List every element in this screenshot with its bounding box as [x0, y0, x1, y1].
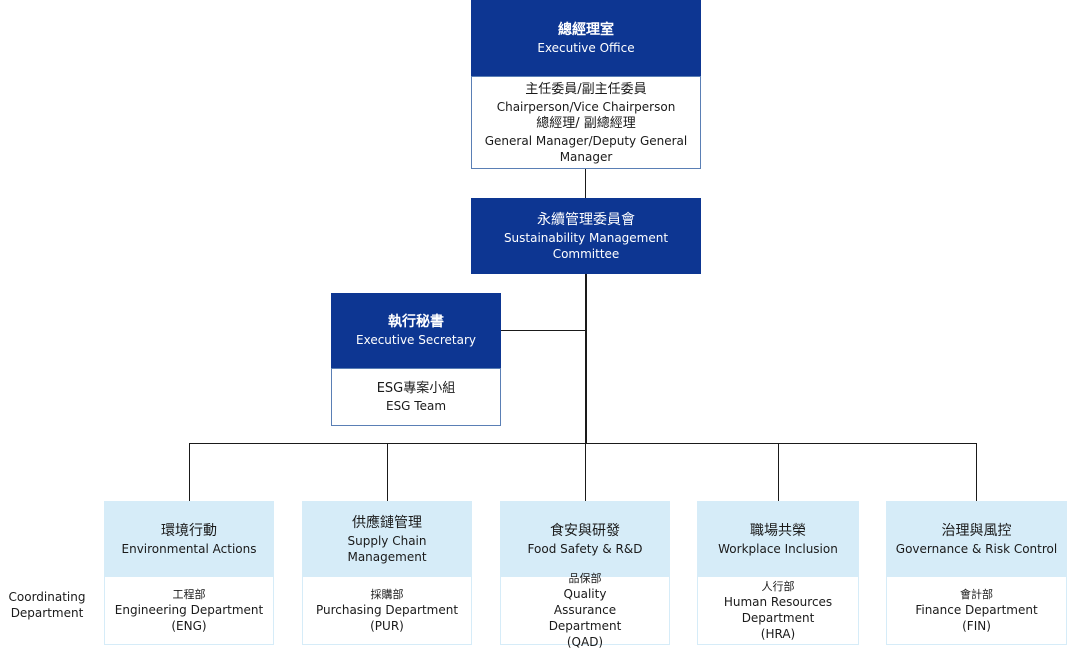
- dept-zh: 品保部: [568, 572, 602, 585]
- group-title-zh: 環境行動: [161, 522, 217, 539]
- executive-office-members-box: 主任委員/副主任委員 Chairperson/Vice Chairperson …: [471, 76, 701, 169]
- group-governance-box: 治理與風控 Governance & Risk Control: [886, 501, 1067, 577]
- secretary-zh: 執行秘書: [388, 314, 444, 330]
- executive-office-box: 總經理室 Executive Office: [471, 0, 701, 76]
- group-food-safety-box: 食安與研發 Food Safety & R&D: [500, 501, 670, 577]
- esg-team-zh: ESG專案小組: [376, 381, 456, 396]
- group-title-en: Environmental Actions: [121, 541, 257, 556]
- coordinating-department-label: Coordinating Department: [8, 590, 86, 620]
- group-title-en: Workplace Inclusion: [718, 541, 838, 556]
- members-en-2: General Manager/Deputy General Manager: [484, 133, 688, 164]
- committee-box: 永續管理委員會 Sustainability Management Commit…: [471, 198, 701, 274]
- group-title-zh: 食安與研發: [550, 522, 620, 539]
- dept-zh: 工程部: [172, 588, 206, 601]
- connector-committee-trunk: [585, 274, 587, 444]
- dept-zh: 採購部: [370, 588, 404, 601]
- members-zh-1: 主任委員/副主任委員: [525, 81, 647, 97]
- connector-office-committee: [585, 168, 586, 198]
- dept-code: (PUR): [370, 619, 404, 633]
- dept-code: (HRA): [760, 627, 796, 641]
- connector-drop-2: [387, 443, 388, 501]
- members-en-1: Chairperson/Vice Chairperson: [496, 99, 676, 114]
- executive-office-en: Executive Office: [537, 40, 635, 55]
- dept-code: (ENG): [171, 619, 207, 633]
- dept-zh: 會計部: [960, 588, 993, 601]
- group-title-en: Supply Chain Management: [347, 533, 427, 564]
- group-environmental-box: 環境行動 Environmental Actions: [104, 501, 274, 577]
- committee-en: Sustainability Management Committee: [503, 230, 669, 261]
- dept-quality-box: 品保部 Quality Assurance Department (QAD): [500, 572, 670, 649]
- secretary-en: Executive Secretary: [356, 333, 476, 347]
- esg-team-box: ESG專案小組 ESG Team: [331, 368, 501, 426]
- dept-en: Purchasing Department: [315, 603, 459, 617]
- connector-drop-4: [778, 443, 779, 501]
- dept-en: Finance Department: [915, 603, 1038, 617]
- dept-finance-box: 會計部 Finance Department (FIN): [886, 577, 1067, 645]
- dept-engineering-box: 工程部 Engineering Department (ENG): [104, 577, 274, 645]
- dept-code: (FIN): [962, 619, 991, 633]
- connector-drop-3: [585, 443, 586, 501]
- esg-team-en: ESG Team: [385, 399, 447, 413]
- group-supply-chain-box: 供應鏈管理 Supply Chain Management: [302, 501, 472, 577]
- group-workplace-box: 職場共榮 Workplace Inclusion: [697, 501, 859, 577]
- dept-hr-box: 人行部 Human Resources Department (HRA): [697, 577, 859, 645]
- executive-office-zh: 總經理室: [558, 21, 614, 38]
- members-zh-2: 總經理/ 副總經理: [536, 115, 636, 131]
- dept-zh: 人行部: [761, 580, 795, 593]
- connector-drop-5: [976, 443, 977, 501]
- group-title-zh: 供應鏈管理: [352, 514, 422, 531]
- dept-code: (QAD): [566, 635, 604, 649]
- group-title-en: Governance & Risk Control: [895, 541, 1058, 556]
- connector-horizontal-bus: [189, 443, 977, 444]
- dept-en: Quality Assurance Department: [548, 587, 622, 633]
- dept-en: Engineering Department: [114, 603, 264, 617]
- connector-drop-1: [189, 443, 190, 501]
- group-title-en: Food Safety & R&D: [527, 541, 643, 556]
- committee-zh: 永續管理委員會: [537, 211, 635, 228]
- dept-en: Human Resources Department: [723, 595, 833, 625]
- group-title-zh: 職場共榮: [750, 522, 806, 539]
- secretary-box: 執行秘書 Executive Secretary: [331, 293, 501, 368]
- connector-secretary-branch: [500, 330, 586, 331]
- dept-purchasing-box: 採購部 Purchasing Department (PUR): [302, 577, 472, 645]
- group-title-zh: 治理與風控: [941, 522, 1012, 539]
